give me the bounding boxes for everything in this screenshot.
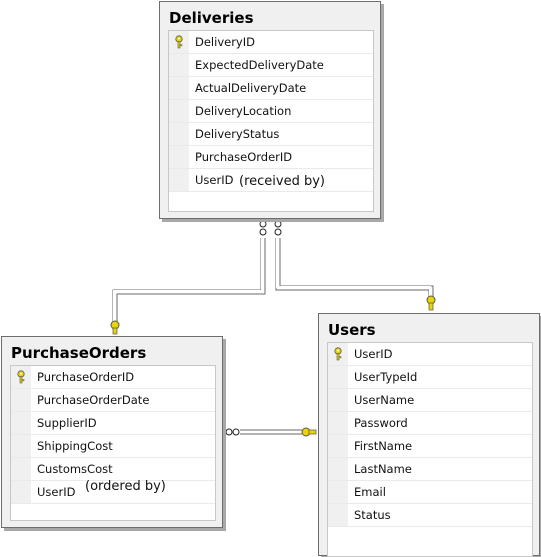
column-row[interactable]: PurchaseOrderID xyxy=(11,366,215,389)
column-row[interactable]: DeliveryID xyxy=(169,31,373,54)
column-name: PurchaseOrderID xyxy=(37,370,135,384)
column-name: ExpectedDeliveryDate xyxy=(195,58,324,72)
column-name: UserID xyxy=(37,485,76,499)
many-end-icon xyxy=(259,220,267,228)
column-name: LastName xyxy=(354,462,412,476)
row-selector xyxy=(328,481,348,503)
column-row[interactable]: Email xyxy=(328,481,532,504)
column-row[interactable]: CustomsCost xyxy=(11,458,215,481)
column-row[interactable]: PurchaseOrderDate xyxy=(11,389,215,412)
column-name: Status xyxy=(354,508,391,522)
row-selector xyxy=(328,389,348,411)
table-deliveries[interactable]: Deliveries DeliveryID ExpectedDeliveryDat… xyxy=(159,1,381,219)
column-row[interactable]: UserID xyxy=(11,481,215,504)
column-name: PurchaseOrderID xyxy=(195,150,293,164)
column-name: ActualDeliveryDate xyxy=(195,81,307,95)
column-row[interactable]: PurchaseOrderID xyxy=(169,146,373,169)
row-selector xyxy=(169,123,189,145)
primary-key-icon xyxy=(175,35,183,49)
column-name: FirstName xyxy=(354,439,413,453)
column-name: Email xyxy=(354,485,386,499)
column-name: SupplierID xyxy=(37,416,97,430)
note-ordered-by: (ordered by) xyxy=(85,479,166,494)
key-end-icon xyxy=(426,295,436,311)
row-selector xyxy=(11,481,31,503)
note-received-by: (received by) xyxy=(239,174,325,189)
row-selector xyxy=(169,169,189,191)
table-title: Users xyxy=(328,321,376,339)
column-name: ShippingCost xyxy=(37,439,113,453)
column-name: UserName xyxy=(354,393,415,407)
row-selector xyxy=(11,458,31,480)
column-name: PurchaseOrderDate xyxy=(37,393,150,407)
row-selector xyxy=(328,343,348,365)
column-name: DeliveryID xyxy=(195,35,255,49)
row-selector xyxy=(328,504,348,526)
column-row[interactable]: ShippingCost xyxy=(11,435,215,458)
column-row[interactable]: ActualDeliveryDate xyxy=(169,77,373,100)
key-end-icon xyxy=(110,320,120,335)
relationship-deliveries-purchaseorders xyxy=(110,220,267,335)
relationship-purchaseorders-users xyxy=(225,427,317,437)
row-selector xyxy=(11,366,31,388)
column-row[interactable]: ExpectedDeliveryDate xyxy=(169,54,373,77)
column-row[interactable]: UserID xyxy=(169,169,373,192)
row-selector xyxy=(169,31,189,53)
row-selector xyxy=(169,54,189,76)
column-row[interactable]: UserTypeId xyxy=(328,366,532,389)
column-name: UserID xyxy=(195,173,234,187)
column-row[interactable]: DeliveryLocation xyxy=(169,100,373,123)
row-selector xyxy=(11,435,31,457)
column-name: DeliveryLocation xyxy=(195,104,292,118)
column-name: CustomsCost xyxy=(37,462,113,476)
row-selector xyxy=(328,458,348,480)
column-row[interactable]: FirstName xyxy=(328,435,532,458)
primary-key-icon xyxy=(17,370,25,384)
key-end-icon xyxy=(301,427,317,437)
column-name: Password xyxy=(354,416,408,430)
table-title: Deliveries xyxy=(169,9,254,27)
table-title: PurchaseOrders xyxy=(11,344,147,362)
row-selector xyxy=(328,366,348,388)
column-row[interactable]: Password xyxy=(328,412,532,435)
row-selector xyxy=(11,389,31,411)
row-selector xyxy=(169,146,189,168)
column-row[interactable]: LastName xyxy=(328,458,532,481)
column-name: UserTypeId xyxy=(354,370,418,384)
primary-key-icon xyxy=(334,347,342,361)
column-row[interactable]: UserID xyxy=(328,343,532,366)
row-selector xyxy=(328,435,348,457)
column-row[interactable]: SupplierID xyxy=(11,412,215,435)
row-selector xyxy=(11,412,31,434)
column-name: UserID xyxy=(354,347,393,361)
column-row[interactable]: UserName xyxy=(328,389,532,412)
relationship-deliveries-users xyxy=(274,220,436,311)
row-selector xyxy=(169,77,189,99)
column-row[interactable]: Status xyxy=(328,504,532,527)
column-row[interactable]: DeliveryStatus xyxy=(169,123,373,146)
column-name: DeliveryStatus xyxy=(195,127,280,141)
row-selector xyxy=(169,100,189,122)
row-selector xyxy=(328,412,348,434)
